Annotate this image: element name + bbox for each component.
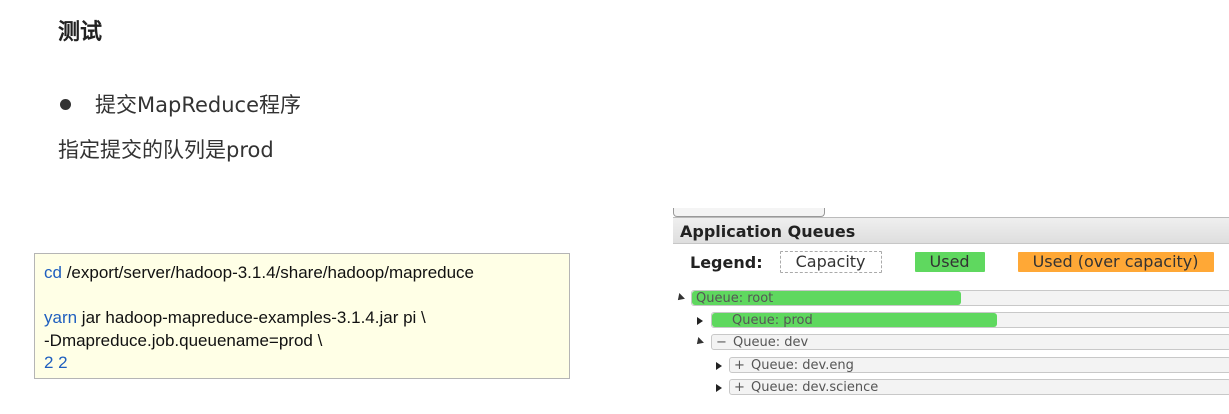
code-line-blank — [44, 285, 569, 308]
collapse-arrow-icon[interactable] — [716, 362, 722, 370]
code-keyword: 2 2 — [44, 353, 68, 372]
tab-stub — [673, 208, 825, 217]
legend-label: Legend: — [690, 252, 763, 272]
queue-toggle-icon[interactable]: + — [734, 380, 745, 395]
legend-used: Used — [914, 252, 985, 272]
code-block: cd /export/server/hadoop-3.1.4/share/had… — [34, 253, 570, 379]
queue-row-dev-science[interactable]: + Queue: dev.science — [673, 379, 1229, 397]
legend: Legend: Capacity Used Used (over capacit… — [690, 250, 1229, 274]
application-queues-header: Application Queues — [673, 217, 1229, 244]
legend-capacity: Capacity — [779, 251, 882, 273]
queue-row-dev-eng[interactable]: + Queue: dev.eng — [673, 357, 1229, 375]
code-line: -Dmapreduce.job.queuename=prod \ — [44, 330, 569, 353]
legend-over-capacity: Used (over capacity) — [1017, 252, 1214, 272]
code-text: -Dmapreduce.job.queuename=prod \ — [44, 330, 323, 350]
code-line: yarn jar hadoop-mapreduce-examples-3.1.4… — [44, 307, 569, 330]
collapse-arrow-icon[interactable] — [716, 384, 722, 392]
queue-label: Queue: root — [696, 291, 774, 306]
queue-label: Queue: prod — [732, 313, 813, 328]
queue-label: Queue: dev — [733, 335, 809, 350]
queue-bar-dev-eng[interactable]: + Queue: dev.eng — [729, 357, 1229, 373]
code-line: 2 2 — [44, 352, 569, 375]
bullet-dot-icon — [60, 98, 71, 110]
queue-label: Queue: dev.eng — [751, 358, 854, 373]
code-line: cd /export/server/hadoop-3.1.4/share/had… — [44, 262, 569, 285]
queue-row-dev[interactable]: − Queue: dev — [673, 334, 1229, 352]
section-title: 测试 — [58, 20, 103, 45]
code-text: jar hadoop-mapreduce-examples-3.1.4.jar … — [77, 308, 426, 327]
code-keyword: yarn — [44, 308, 78, 327]
queue-bar-dev[interactable]: − Queue: dev — [711, 334, 1229, 350]
queue-used-fill — [712, 313, 997, 327]
collapse-arrow-icon[interactable] — [697, 317, 703, 325]
queue-bar-root[interactable]: Queue: root — [691, 290, 1229, 306]
code-keyword: cd — [44, 263, 62, 282]
queue-bar-dev-science[interactable]: + Queue: dev.science — [729, 379, 1229, 395]
expand-arrow-icon[interactable] — [694, 337, 704, 347]
bullet-text: 提交MapReduce程序 — [95, 93, 301, 117]
code-text: /export/server/hadoop-3.1.4/share/hadoop… — [61, 263, 475, 282]
queue-label: Queue: dev.science — [751, 380, 879, 395]
yarn-scheduler-screenshot: Application Queues Legend: Capacity Used… — [673, 208, 1229, 414]
queue-row-prod[interactable]: Queue: prod — [673, 312, 1229, 330]
queue-used-fill — [692, 291, 961, 305]
queue-toggle-icon[interactable]: − — [716, 335, 727, 350]
bullet-item: 提交MapReduce程序 — [58, 89, 301, 119]
queue-bar-prod[interactable]: Queue: prod — [711, 312, 1229, 328]
expand-arrow-icon[interactable] — [675, 293, 685, 303]
queue-row-root[interactable]: Queue: root — [673, 290, 1229, 308]
queue-toggle-icon[interactable]: + — [734, 358, 745, 373]
description-paragraph: 指定提交的队列是prod — [58, 138, 274, 162]
